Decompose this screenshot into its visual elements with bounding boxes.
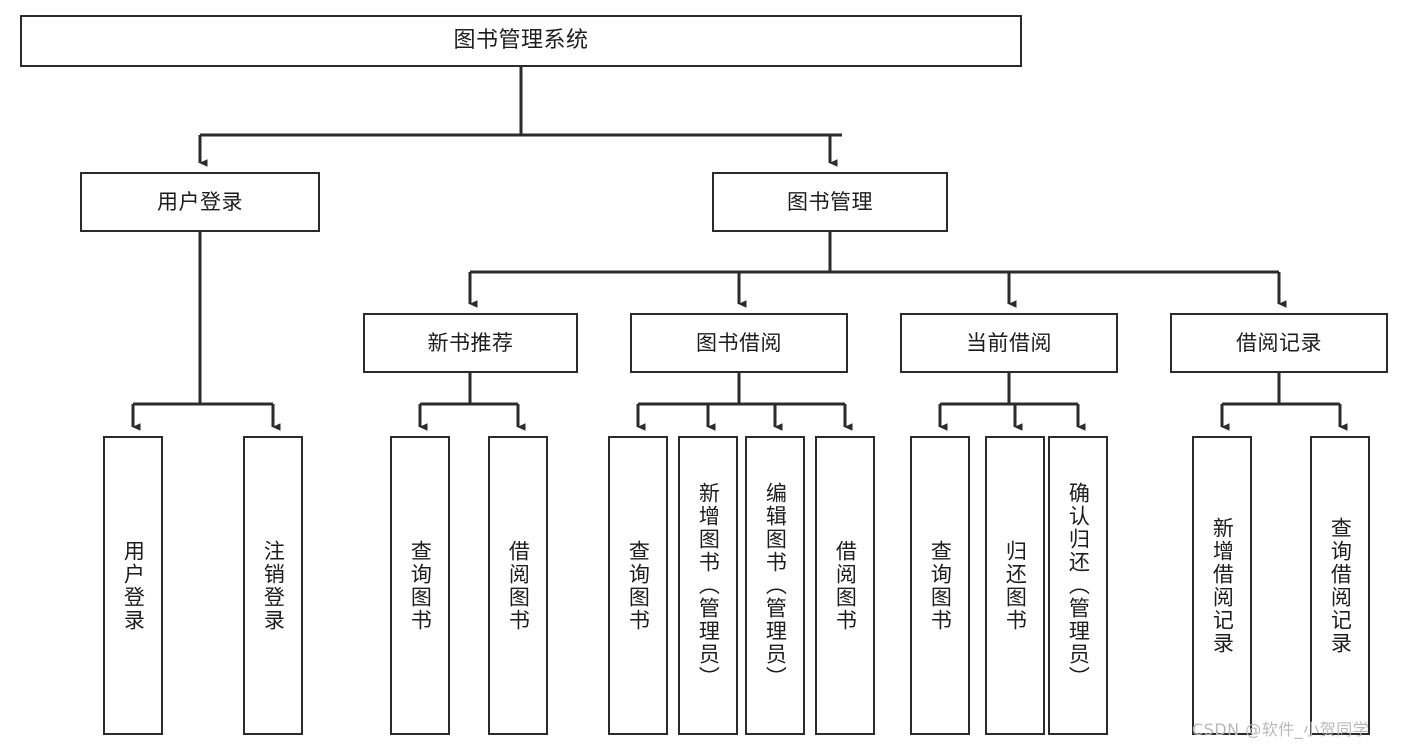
node-book-management[interactable]: 图书管理 <box>712 172 948 232</box>
node-leaf-query-borrow-record[interactable]: 查询借阅记录 <box>1310 436 1370 735</box>
node-label: 图书管理 <box>787 189 873 214</box>
node-new-book-recommend[interactable]: 新书推荐 <box>363 313 578 373</box>
node-label: 图书管理系统 <box>453 28 589 54</box>
node-label: 查询图书 <box>408 539 433 632</box>
node-leaf-query-book-borrow[interactable]: 查询图书 <box>608 436 668 735</box>
node-label: 查询图书 <box>626 539 651 632</box>
node-root-system[interactable]: 图书管理系统 <box>20 15 1022 67</box>
node-label: 新增图书（管理员） <box>696 482 721 689</box>
node-label: 借阅图书 <box>833 539 858 632</box>
node-leaf-query-book-current[interactable]: 查询图书 <box>910 436 970 735</box>
csdn-watermark: CSDN @软件_小贺同学 <box>1192 720 1370 739</box>
node-borrow-record[interactable]: 借阅记录 <box>1170 313 1388 373</box>
node-label: 借阅记录 <box>1236 330 1322 355</box>
node-label: 新增借阅记录 <box>1210 516 1235 655</box>
node-leaf-borrow-book-recommend[interactable]: 借阅图书 <box>488 436 548 735</box>
node-leaf-query-book-recommend[interactable]: 查询图书 <box>390 436 450 735</box>
node-label: 编辑图书（管理员） <box>763 482 788 689</box>
node-leaf-confirm-return-admin[interactable]: 确认归还（管理员） <box>1048 436 1108 735</box>
node-leaf-logout[interactable]: 注销登录 <box>243 436 303 735</box>
node-label: 查询图书 <box>928 539 953 632</box>
node-label: 借阅图书 <box>506 539 531 632</box>
node-label: 查询借阅记录 <box>1328 516 1353 655</box>
node-leaf-borrow-book[interactable]: 借阅图书 <box>815 436 875 735</box>
node-label: 图书借阅 <box>696 330 782 355</box>
node-label: 归还图书 <box>1003 539 1028 632</box>
node-user-login[interactable]: 用户登录 <box>80 172 320 232</box>
node-leaf-add-book-admin[interactable]: 新增图书（管理员） <box>678 436 738 735</box>
node-book-borrow[interactable]: 图书借阅 <box>630 313 848 373</box>
node-label: 确认归还（管理员） <box>1066 482 1091 689</box>
node-leaf-add-borrow-record[interactable]: 新增借阅记录 <box>1192 436 1252 735</box>
node-label: 用户登录 <box>121 539 146 632</box>
node-label: 新书推荐 <box>427 330 514 355</box>
node-leaf-user-login[interactable]: 用户登录 <box>103 436 163 735</box>
node-leaf-edit-book-admin[interactable]: 编辑图书（管理员） <box>745 436 805 735</box>
node-current-borrow[interactable]: 当前借阅 <box>900 313 1118 373</box>
node-leaf-return-book[interactable]: 归还图书 <box>985 436 1045 735</box>
node-label: 用户登录 <box>157 189 243 214</box>
node-label: 注销登录 <box>261 539 286 632</box>
node-label: 当前借阅 <box>966 330 1052 355</box>
